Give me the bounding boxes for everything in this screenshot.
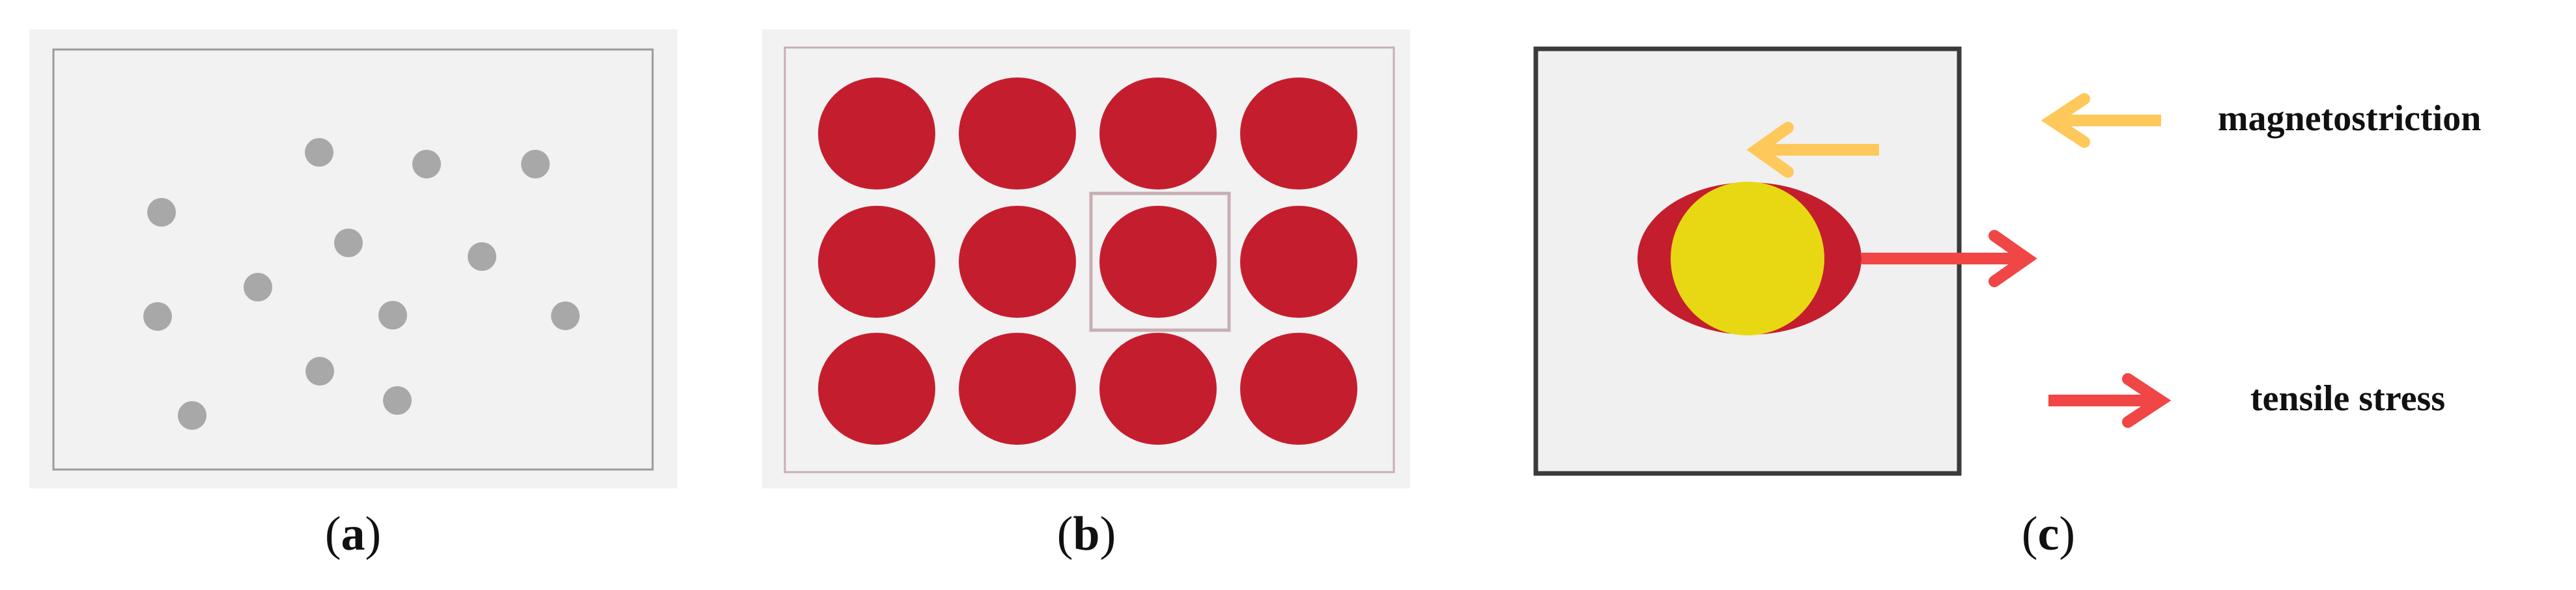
particle-dots <box>143 138 580 430</box>
caption-c: (c) <box>1964 507 2133 562</box>
caption-c-open: ( <box>2021 507 2038 561</box>
particle-dot <box>305 138 333 167</box>
caption-a-open: ( <box>324 507 341 561</box>
tensile-stress-arrow-in-panel <box>1861 230 2037 287</box>
magnetic-domain <box>818 206 935 318</box>
domain-grid <box>818 77 1357 445</box>
magnetic-domain <box>959 206 1076 318</box>
particle-dot <box>412 150 441 178</box>
magnetostriction-arrow-in-panel <box>1746 122 1879 178</box>
particle-dot <box>383 386 412 415</box>
magnetic-domain <box>959 333 1076 445</box>
particle-dot <box>147 198 176 227</box>
magnetic-domain <box>1099 206 1217 318</box>
caption-c-close: ) <box>2059 507 2076 561</box>
caption-b-close: ) <box>1099 507 1116 561</box>
particle-dot <box>178 401 206 430</box>
caption-b-letter: b <box>1073 507 1100 561</box>
caption-a-close: ) <box>365 507 382 561</box>
particle-dot <box>244 273 272 302</box>
particle-dot <box>551 302 580 330</box>
highlighted-cell <box>1089 191 1231 332</box>
magnetic-domain <box>818 77 935 190</box>
magnetic-domain <box>1099 333 1217 445</box>
magnetic-domain <box>1240 333 1357 445</box>
magnetic-domain <box>1240 77 1357 190</box>
magnetic-domain <box>959 77 1076 190</box>
magnetic-domain <box>818 333 935 445</box>
particle-dot <box>305 357 334 386</box>
legend <box>2041 93 2172 428</box>
panel-a-frame <box>52 48 654 471</box>
caption-a: (a) <box>268 507 438 562</box>
particle-dot <box>378 301 407 330</box>
domain-core-circle <box>1671 182 1824 335</box>
legend-label-tensile-stress: tensile stress <box>2250 378 2446 419</box>
legend-label-magnetostriction: magnetostriction <box>2218 98 2482 139</box>
panel-b <box>762 29 1410 488</box>
particle-dot <box>521 150 550 178</box>
caption-b-open: ( <box>1056 507 1073 561</box>
particle-dot <box>334 229 363 257</box>
panel-a <box>29 29 677 488</box>
particle-dot <box>468 242 496 271</box>
caption-b: (b) <box>1002 507 1171 562</box>
panel-c <box>1533 46 2037 476</box>
particle-dot <box>143 302 172 331</box>
magnetic-domain <box>1240 206 1357 318</box>
magnetostriction-legend-arrow <box>2041 93 2161 148</box>
caption-a-letter: a <box>341 507 365 561</box>
caption-c-letter: c <box>2037 507 2059 561</box>
tensile-stress-legend-arrow <box>2048 373 2172 428</box>
magnetic-domain <box>1099 77 1217 190</box>
